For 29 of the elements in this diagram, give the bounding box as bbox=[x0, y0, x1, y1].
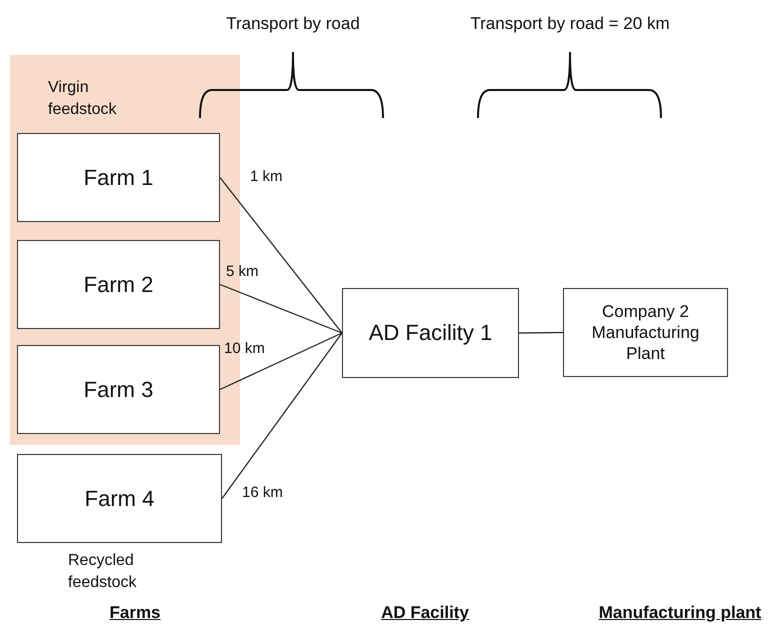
group-heading: Virgin feedstock bbox=[48, 78, 118, 120]
edge-label: 1 km bbox=[250, 168, 283, 185]
box-label: Farm 2 bbox=[82, 270, 154, 298]
box-label: Company 2 Manufacturing Plant bbox=[590, 300, 700, 364]
edge-label: 10 km bbox=[224, 340, 265, 357]
process-box bbox=[342, 288, 519, 378]
box-label: Farm 3 bbox=[82, 376, 154, 404]
column-heading: AD Facility bbox=[381, 603, 469, 623]
connector-line bbox=[519, 332, 563, 334]
box-label: AD Facility 1 bbox=[368, 319, 494, 347]
process-box bbox=[17, 133, 220, 222]
process-box bbox=[17, 454, 222, 543]
process-box bbox=[17, 345, 220, 434]
box-label: Farm 1 bbox=[82, 164, 154, 192]
connector-line bbox=[222, 332, 342, 499]
box-label: Farm 4 bbox=[84, 484, 156, 512]
caption-text: Recycled feedstock bbox=[68, 551, 138, 594]
connector-line bbox=[220, 177, 342, 334]
transport-heading: Transport by road = 20 km bbox=[470, 14, 670, 34]
process-box bbox=[563, 288, 728, 377]
edge-label: 5 km bbox=[226, 263, 259, 280]
connector-line bbox=[220, 332, 342, 390]
feedstock-group-band bbox=[10, 55, 240, 445]
column-heading: Manufacturing plant bbox=[598, 603, 762, 623]
connector-line bbox=[220, 284, 342, 334]
column-heading: Farms bbox=[109, 603, 161, 623]
edge-label: 16 km bbox=[242, 484, 283, 501]
transport-heading: Transport by road bbox=[226, 14, 360, 34]
process-box bbox=[17, 240, 220, 329]
